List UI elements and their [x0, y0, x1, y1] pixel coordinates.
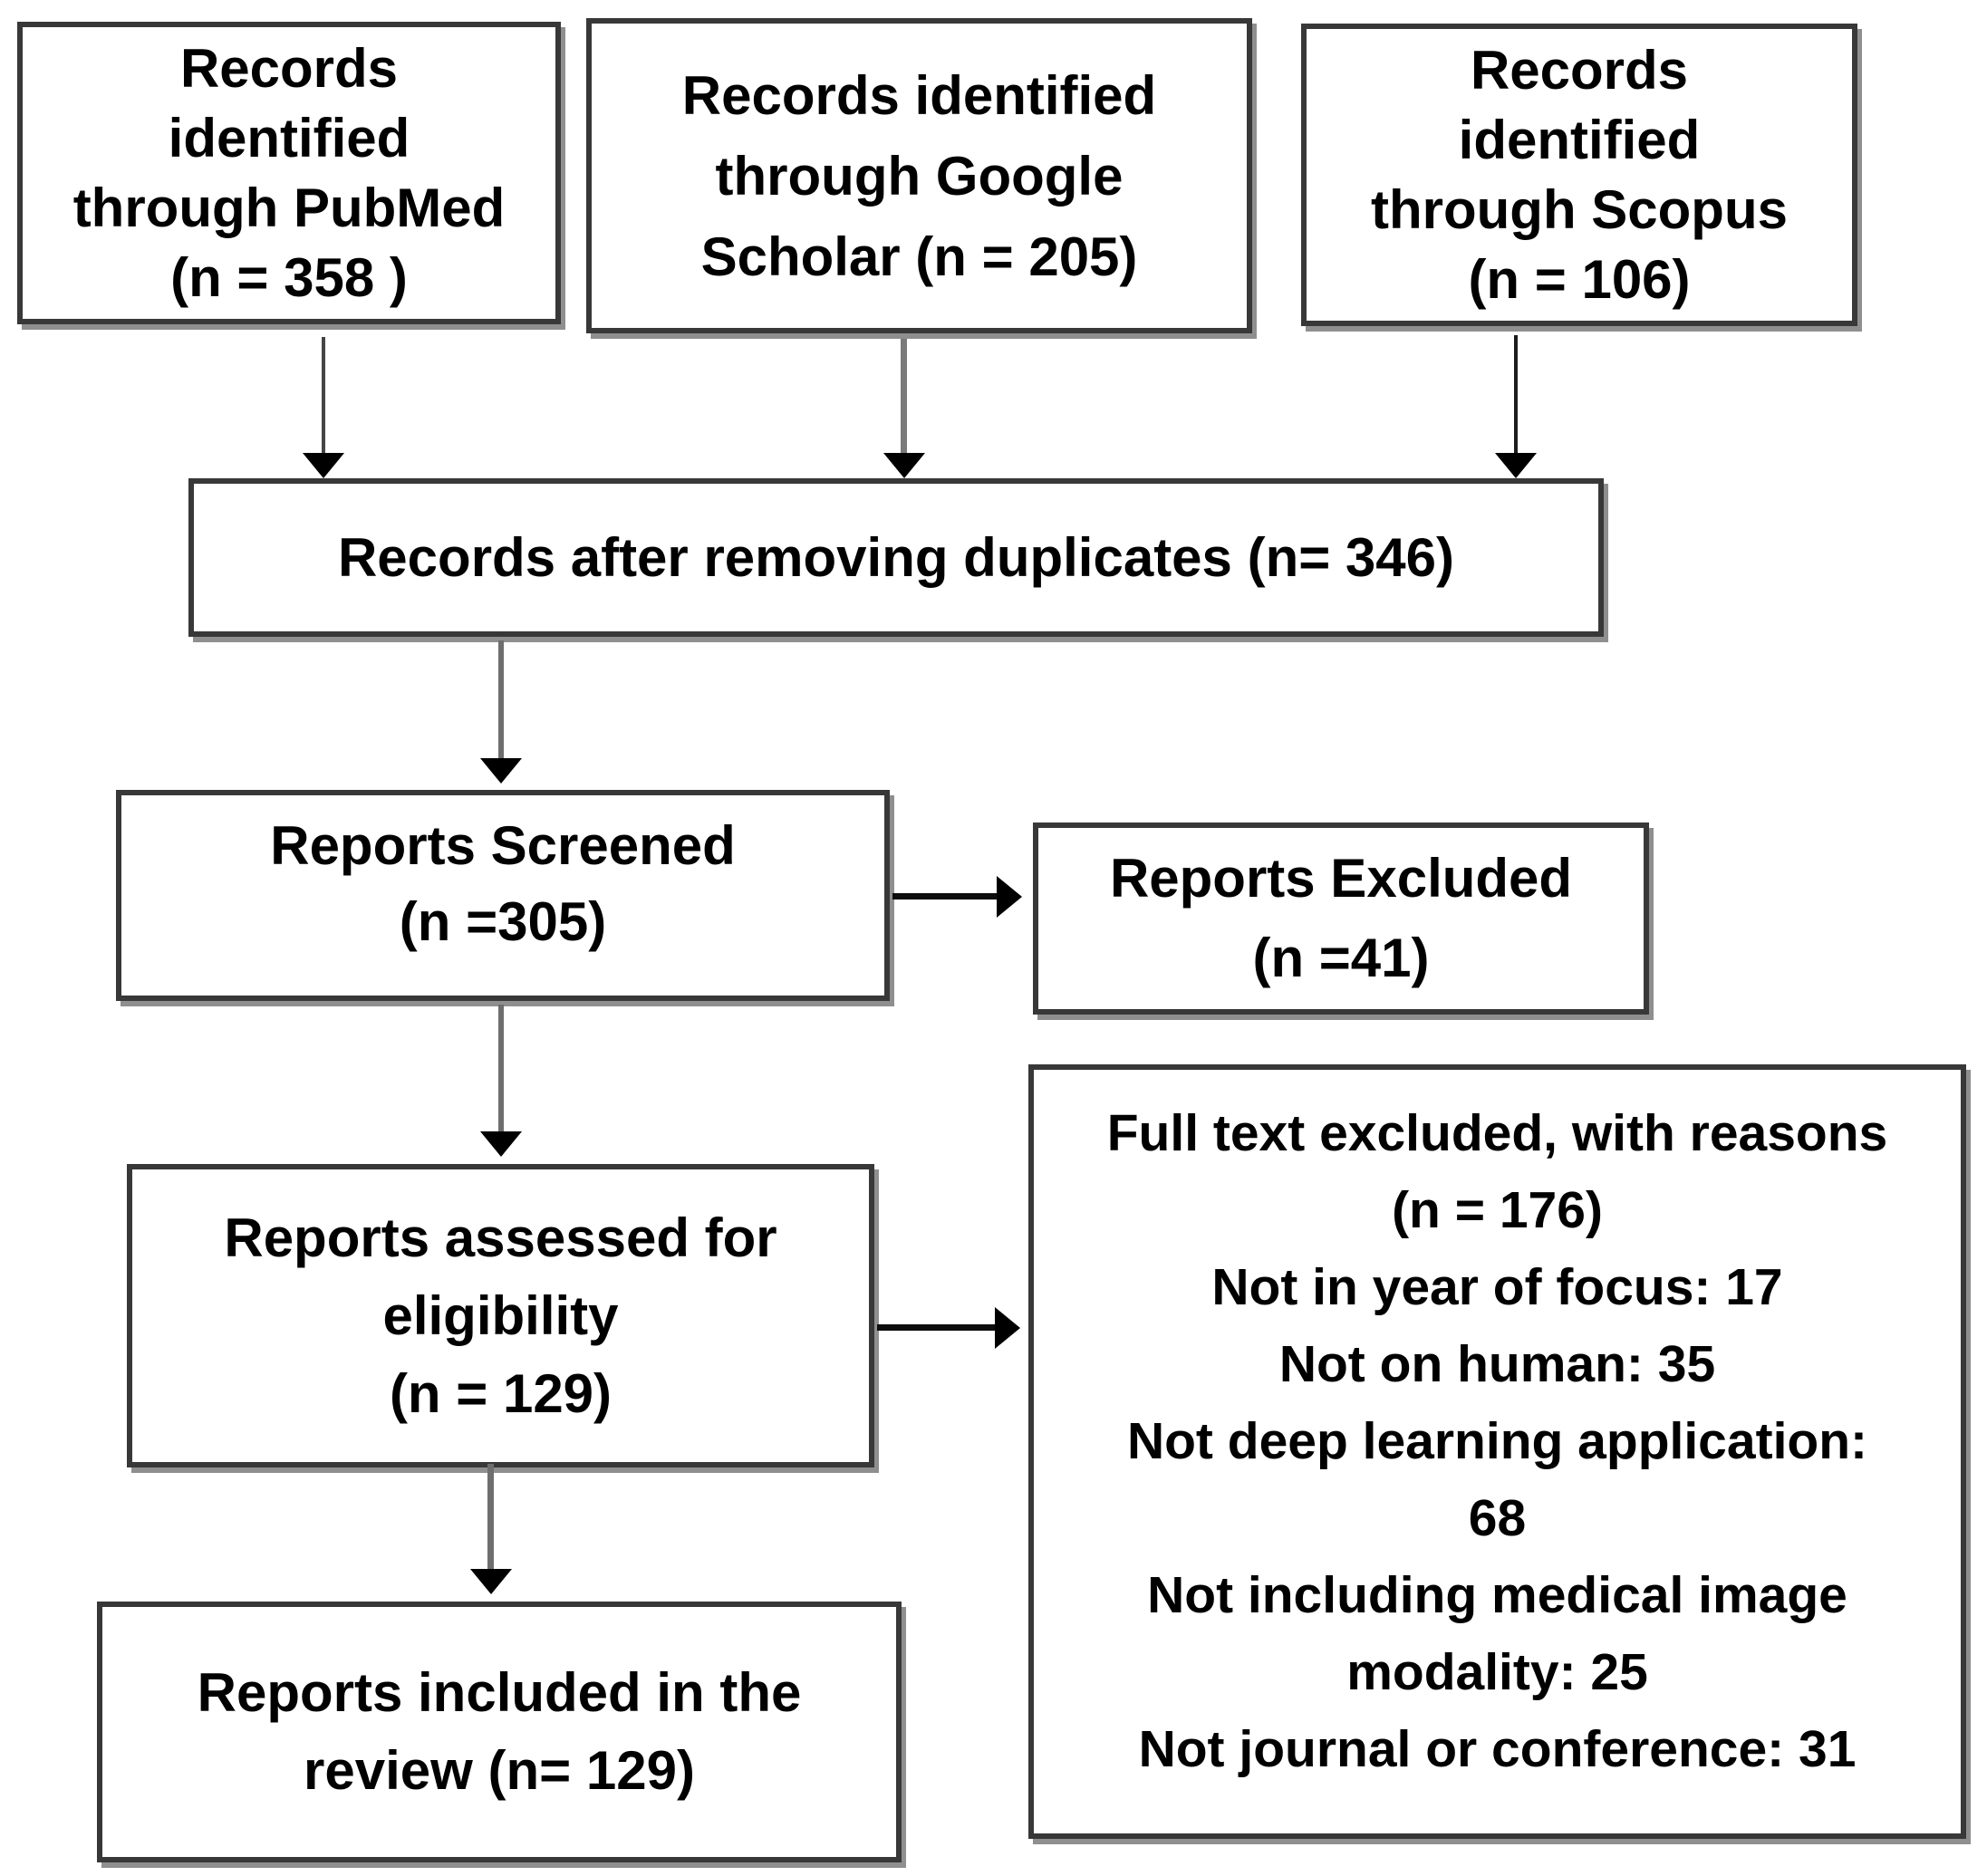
box-text-line: Records — [1470, 40, 1689, 101]
box-text-line: identified — [168, 108, 410, 168]
box-reports-assessed-for-eligibility: Reports assessed for eligibility (n = 12… — [127, 1164, 874, 1467]
box-text-line: (n =305) — [399, 891, 607, 952]
box-full-text-excluded-with-reasons: Full text excluded, with reasons (n = 17… — [1028, 1064, 1966, 1839]
box-text-line: Not on human: 35 — [1278, 1335, 1716, 1393]
box-text-line: Records — [179, 38, 399, 99]
box-records-after-removing-duplicates: Records after removing duplicates (n= 34… — [188, 478, 1604, 637]
arrow-screened-to-assessed — [498, 1005, 504, 1133]
box-text-line: through Google — [715, 145, 1124, 207]
box-reports-excluded: Reports Excluded (n =41) — [1033, 823, 1649, 1015]
arrow-assessed-to-included — [487, 1464, 494, 1571]
box-text-line: Reports included in the — [197, 1662, 802, 1723]
box-text-line: Reports Screened — [270, 815, 736, 876]
box-text-line: Not deep learning application: — [1126, 1412, 1868, 1470]
box-records-identified-scopus: Records identified through Scopus (n = 1… — [1301, 24, 1857, 326]
box-text-line: through Scopus — [1371, 179, 1788, 240]
box-reports-screened: Reports Screened (n =305) — [116, 790, 890, 1001]
arrow-assessed-to-fulltext-excluded — [877, 1324, 995, 1331]
box-text-line: through PubMed — [72, 178, 506, 238]
box-text-line: eligibility — [382, 1284, 619, 1346]
box-text-line: 68 — [1468, 1489, 1527, 1547]
box-text-line: Full text excluded, with reasons — [1106, 1104, 1888, 1162]
box-text-line: Not including medical image — [1147, 1566, 1847, 1624]
box-text-line: (n = 358 ) — [170, 247, 408, 308]
box-text-line: (n = 176) — [1392, 1181, 1603, 1239]
arrow-scopus-to-duplicates — [1514, 335, 1518, 455]
box-records-identified-google-scholar: Records identified through Google Schola… — [586, 18, 1252, 333]
arrow-pubmed-to-duplicates — [322, 337, 325, 455]
box-text-line: Reports Excluded — [1109, 848, 1573, 909]
box-text-line: Records after removing duplicates (n= 34… — [337, 526, 1455, 588]
box-text-line: Scholar (n = 205) — [700, 226, 1138, 287]
arrow-screened-to-excluded — [892, 893, 997, 900]
box-text-line: Reports assessed for — [224, 1207, 777, 1268]
box-records-identified-pubmed: Records identified through PubMed (n = 3… — [17, 22, 561, 324]
box-text-line: Records identified — [681, 64, 1157, 126]
box-text-line: identified — [1458, 110, 1701, 170]
box-text-line: (n = 129) — [389, 1362, 612, 1424]
box-text-line: Not journal or conference: 31 — [1138, 1720, 1857, 1778]
box-text-line: (n =41) — [1252, 928, 1430, 988]
box-text-line: Not in year of focus: 17 — [1211, 1258, 1783, 1316]
box-text-line: review (n= 129) — [304, 1740, 695, 1801]
box-text-line: (n = 106) — [1468, 249, 1691, 310]
box-reports-included-in-review: Reports included in the review (n= 129) — [97, 1602, 902, 1862]
box-text-line: modality: 25 — [1346, 1643, 1648, 1701]
arrow-google-scholar-to-duplicates — [901, 339, 907, 455]
arrow-duplicates-to-screened — [498, 640, 504, 760]
